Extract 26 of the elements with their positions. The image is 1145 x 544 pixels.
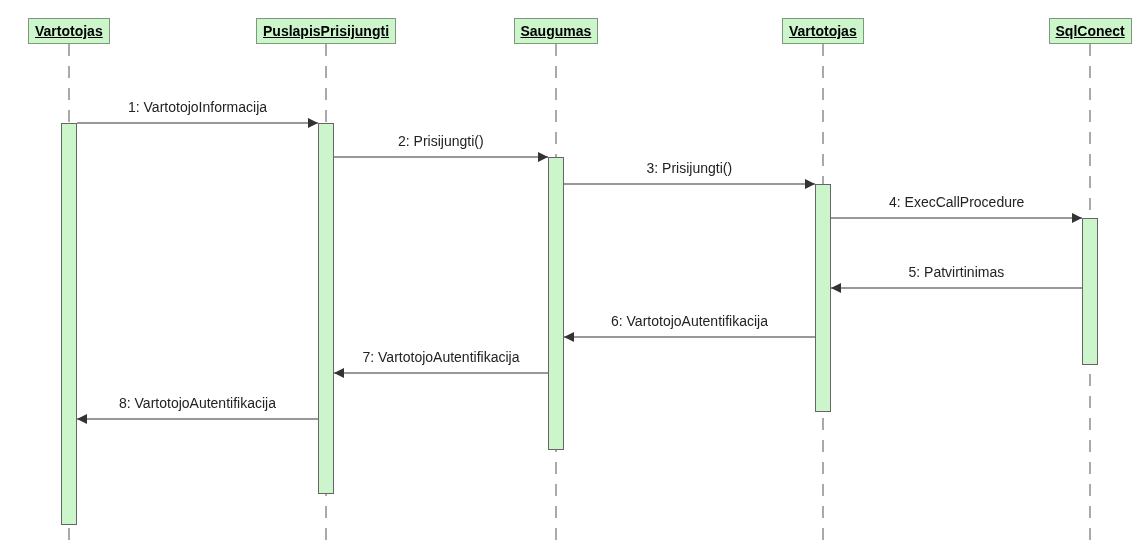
activation-bar [61,123,77,525]
message-arrow [563,332,816,342]
message-arrow [563,179,816,189]
message-arrow [830,283,1083,293]
message-label: 4: ExecCallProcedure [889,194,1025,210]
message-arrow [830,213,1083,223]
message-label: 3: Prisijungti() [646,160,733,176]
activation-bar [1082,218,1098,365]
lifeline-header: Vartotojas [28,18,110,44]
message-label: 8: VartotojoAutentifikacija [119,395,276,411]
activation-bar [548,157,564,450]
activation-bar [815,184,831,412]
message-arrow [333,152,549,162]
lifeline-header: Saugumas [513,18,599,44]
lifeline-header: SqlConect [1048,18,1132,44]
message-arrow [76,414,319,424]
message-arrow [333,368,549,378]
message-label: 2: Prisijungti() [398,133,484,149]
lifeline-header: PuslapisPrisijungti [256,18,397,44]
message-arrow [76,118,319,128]
message-label: 7: VartotojoAutentifikacija [362,349,520,365]
message-label: 6: VartotojoAutentifikacija [611,313,768,329]
activation-bar [318,123,334,494]
message-label: 1: VartotojoInformacija [128,99,268,115]
lifeline-header: Vartotojas [782,18,864,44]
message-label: 5: Patvirtinimas [908,264,1005,280]
